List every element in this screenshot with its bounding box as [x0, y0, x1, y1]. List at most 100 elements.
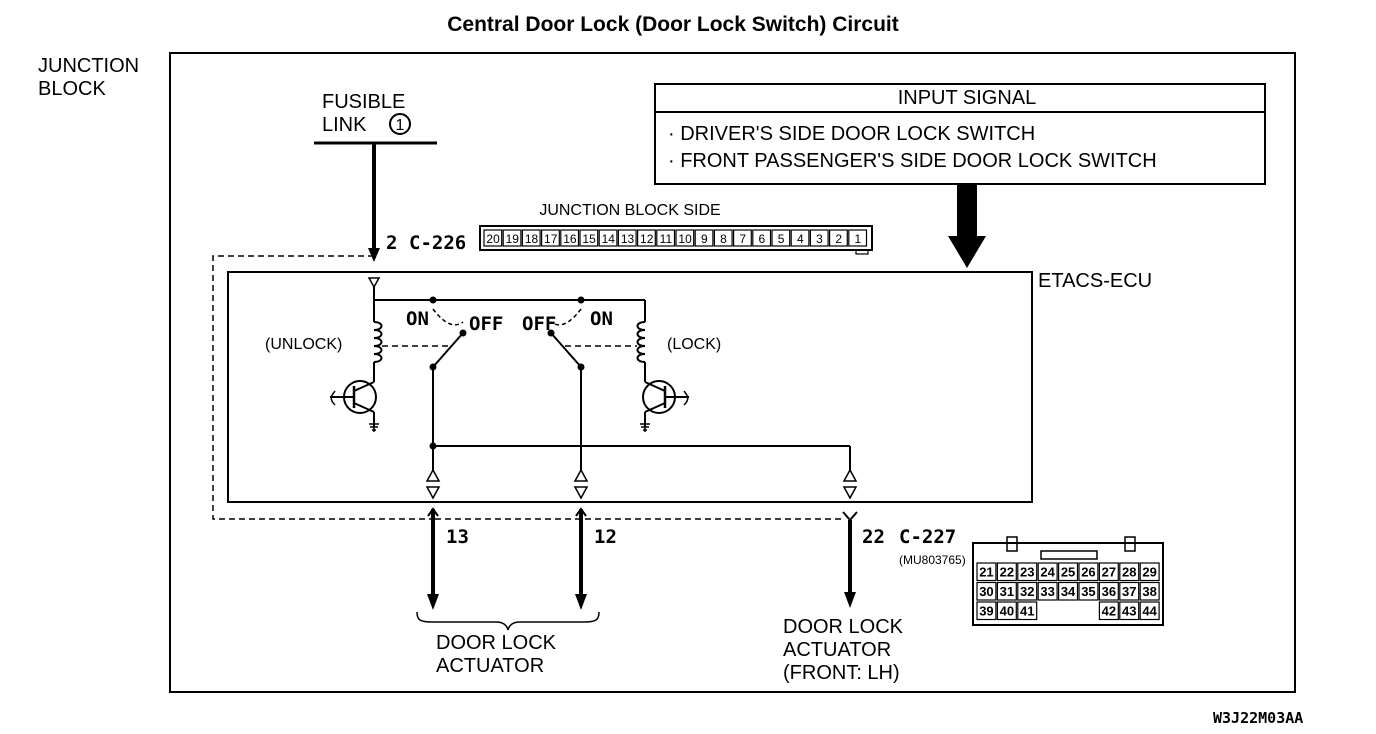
wire-13-arrowhead — [427, 594, 439, 610]
c226-pin-cell — [809, 229, 829, 247]
c226-pin-cell — [694, 229, 714, 247]
c226-pin-cell — [790, 229, 810, 247]
wire-22-arrowhead — [844, 592, 856, 608]
fusible-link-number: 1 — [396, 117, 405, 134]
c227-pin-cell — [1017, 581, 1038, 601]
c227-pin-label: 36 — [1102, 584, 1116, 599]
diagram-title: Central Door Lock (Door Lock Switch) Cir… — [447, 13, 899, 36]
c227-pin-cell — [1119, 581, 1140, 601]
c226-pin-label: 4 — [797, 232, 804, 246]
c227-pin-cell — [1139, 581, 1160, 601]
fusible-link-label-line2: LINK — [322, 114, 367, 136]
c226-pin-cell — [828, 229, 848, 247]
junction-block-label-line2: BLOCK — [38, 78, 106, 100]
unlock-relay-label: (UNLOCK) — [265, 336, 342, 353]
c227-pin-cell — [1017, 601, 1038, 621]
c227-pin-cell — [1098, 601, 1119, 621]
c226-pin-label: 10 — [678, 232, 692, 246]
lock-switch-off-label: OFF — [522, 313, 556, 335]
c227-pin-label: 24 — [1040, 565, 1055, 580]
c226-pin-cell — [502, 229, 522, 247]
c227-pin-label: 38 — [1142, 584, 1156, 599]
lock-relay-coil — [636, 321, 646, 363]
c227-latch-left — [1006, 536, 1018, 552]
c226-pin-label: 13 — [621, 232, 635, 246]
c227-pin-label: 23 — [1020, 565, 1034, 580]
unlock-transistor-collector — [353, 381, 375, 392]
c226-pin-label: 6 — [759, 232, 766, 246]
input-signal-arrow-shaft — [957, 184, 977, 239]
c226-pin-label: 20 — [486, 232, 500, 246]
unlock-ground-icon — [369, 423, 379, 432]
c226-pin-cell — [732, 229, 752, 247]
c226-pin-cell — [521, 229, 541, 247]
c226-pin-cell — [848, 229, 868, 247]
c227-key-bar — [1040, 550, 1098, 560]
c226-pin-number: 2 — [386, 232, 397, 254]
c227-pin-label: 25 — [1061, 565, 1075, 580]
c227-pin-cell — [996, 601, 1017, 621]
pin-13-label: 13 — [446, 526, 469, 548]
door-lock-actuator-front-lh-line1: DOOR LOCK — [783, 616, 904, 638]
unlock-switch-off-label: OFF — [469, 313, 503, 335]
c226-pin-cell — [483, 229, 503, 247]
input-signal-arrow-head — [948, 236, 986, 268]
bus-node-left — [429, 296, 437, 304]
pin-12-label: 12 — [594, 526, 617, 548]
c226-pin-cell — [713, 229, 733, 247]
c227-pin-cell — [1098, 562, 1119, 582]
junction-block-frame — [169, 52, 1296, 693]
c227-pin-cell — [1119, 562, 1140, 582]
c227-pin-label: 37 — [1122, 584, 1136, 599]
c226-pin-cell — [598, 229, 618, 247]
c227-pin-label: 30 — [979, 584, 993, 599]
door-lock-actuator-label-line2: ACTUATOR — [436, 655, 544, 677]
lock-switch-off-contact — [547, 329, 555, 337]
c226-pin-label: 14 — [602, 232, 616, 246]
c227-part-number: (MU803765) — [899, 553, 966, 567]
c226-connector-outline — [479, 225, 873, 251]
c226-pin-label: 18 — [525, 232, 539, 246]
c226-pin-cell — [617, 229, 637, 247]
c226-pin-label: 16 — [563, 232, 577, 246]
output-connector-22 — [842, 468, 858, 500]
c227-pin-cell — [1139, 601, 1160, 621]
c227-pin-cell — [1037, 562, 1058, 582]
wire-22-split — [842, 511, 858, 522]
junction-block-side-label: JUNCTION BLOCK SIDE — [539, 202, 720, 219]
etacs-ecu-box — [227, 271, 1033, 503]
c227-pin-cell — [996, 562, 1017, 582]
unlock-switch-dashed-arc — [432, 308, 464, 326]
c227-pin-label: 32 — [1020, 584, 1034, 599]
c226-pin-label: 9 — [701, 232, 708, 246]
c227-pin-label: 29 — [1142, 565, 1156, 580]
unlock-relay-coil — [373, 321, 383, 363]
fusible-link-number-circle — [389, 113, 411, 135]
lock-switch-dashed-arc — [550, 308, 582, 326]
c226-pin-label: 8 — [720, 232, 727, 246]
actuator-brace — [416, 611, 600, 631]
fusible-link-label-line1: FUSIBLE — [322, 91, 405, 113]
c226-pin-label: 11 — [660, 232, 673, 246]
c227-pin-label: 21 — [979, 565, 993, 580]
figure-code: W3J22M03AA — [1213, 709, 1303, 727]
c227-pin-label: 40 — [1000, 604, 1014, 619]
c226-pin-cell — [656, 229, 676, 247]
output-connector-13 — [425, 468, 441, 500]
c227-pin-cell — [996, 581, 1017, 601]
c227-pin-cell — [1098, 581, 1119, 601]
c227-connector-name: C-227 — [899, 526, 956, 548]
lock-transistor-collector — [644, 381, 666, 392]
c226-pin-label: 15 — [582, 232, 596, 246]
door-lock-actuator-front-lh-line2: ACTUATOR — [783, 639, 891, 661]
door-lock-actuator-label-line1: DOOR LOCK — [436, 632, 557, 654]
door-lock-actuator-front-lh-line3: (FRONT: LH) — [783, 662, 900, 684]
c227-pin-label: 43 — [1122, 604, 1136, 619]
c226-connector-name: C-226 — [409, 232, 466, 254]
c226-pin-cell — [560, 229, 580, 247]
output-connector-12 — [573, 468, 589, 500]
unlock-transistor-input-tick — [330, 390, 336, 406]
c226-pin-label: 7 — [739, 232, 746, 246]
